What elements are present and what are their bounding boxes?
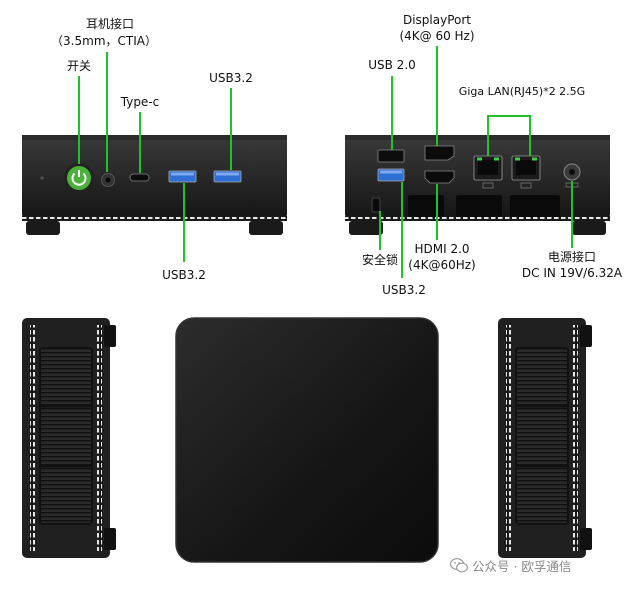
front-panel — [22, 135, 287, 235]
callout-lan — [487, 115, 531, 156]
callout-lines — [78, 46, 573, 278]
label-displayport-title: DisplayPort — [402, 13, 472, 27]
left-side-grille — [39, 347, 93, 525]
label-security-lock: 安全锁 — [361, 253, 399, 267]
front-foot-right — [249, 221, 283, 235]
lan-port-2 — [511, 155, 541, 189]
watermark: 公众号 · 欧孚通信 — [450, 556, 571, 575]
label-usb20: USB 2.0 — [368, 58, 416, 72]
status-led — [40, 176, 44, 180]
rear-usb20-port — [377, 149, 405, 163]
label-type-c: Type-c — [120, 95, 160, 109]
label-usb32-top: USB3.2 — [209, 71, 253, 85]
label-hdmi-spec: (4K@60Hz) — [408, 258, 476, 272]
front-foot-left — [26, 221, 60, 235]
left-vent-strip-a — [30, 325, 35, 551]
hdmi-port — [424, 170, 455, 184]
label-earphone-title: 耳机接口 — [85, 17, 135, 31]
rear-panel — [345, 135, 610, 235]
label-earphone-spec: （3.5mm，CTIA） — [51, 34, 157, 48]
top-lid — [176, 318, 438, 562]
label-displayport-spec: (4K@ 60 Hz) — [399, 29, 475, 43]
rear-vent-strip — [345, 216, 610, 221]
displayport-port — [424, 145, 455, 161]
label-hdmi-title: HDMI 2.0 — [414, 242, 470, 256]
rear-vent-1 — [408, 195, 444, 217]
label-lan: Giga LAN(RJ45)*2 2.5G — [458, 85, 586, 98]
label-power-jack-spec: DC IN 19V/6.32A — [521, 266, 623, 280]
watermark-text: 公众号 · 欧孚通信 — [472, 559, 572, 574]
left-vent-strip-b — [97, 325, 102, 551]
right-vent-strip-a — [506, 325, 511, 551]
right-side-grille — [515, 347, 569, 525]
lan-port-1 — [473, 155, 503, 189]
right-vent-strip-b — [573, 325, 578, 551]
security-lock-slot — [371, 197, 381, 213]
rear-vent-2 — [456, 195, 502, 217]
top-view — [175, 317, 439, 563]
front-chassis — [22, 135, 287, 220]
label-usb32-rear: USB3.2 — [382, 283, 426, 297]
wechat-icon — [450, 558, 468, 573]
left-side-view — [22, 318, 116, 558]
label-usb32-bottom-left: USB3.2 — [162, 268, 206, 282]
power-icon — [71, 172, 87, 186]
label-power-switch: 开关 — [66, 59, 92, 73]
power-button[interactable] — [67, 166, 91, 190]
front-vent-strip — [22, 216, 287, 221]
label-power-jack-title: 电源接口 — [547, 250, 597, 264]
type-c-port — [129, 173, 150, 182]
right-side-view — [498, 318, 592, 558]
rear-vent-3 — [510, 195, 560, 217]
